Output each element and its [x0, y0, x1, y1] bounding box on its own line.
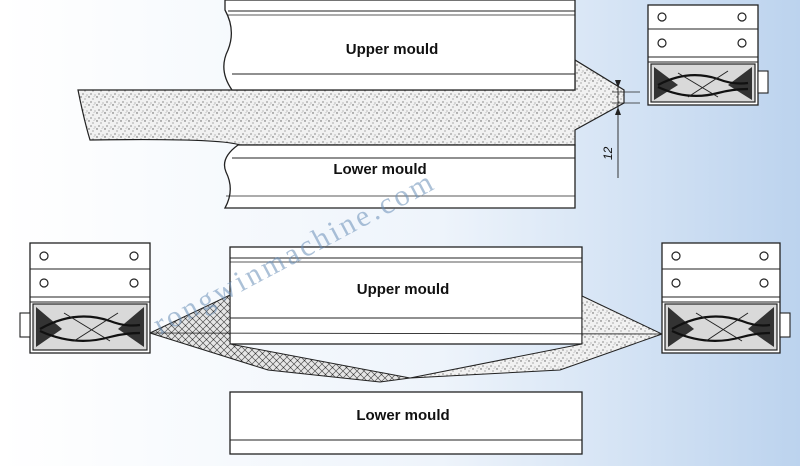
bottom-material-right: [409, 295, 664, 379]
top-upper-mould: Upper mould: [223, 0, 576, 91]
bottom-upper-mould-label: Upper mould: [357, 281, 450, 298]
dimension-annotation: 12: [601, 80, 640, 178]
top-lower-mould: Lower mould: [223, 144, 576, 209]
top-right-clamp: [647, 4, 769, 106]
bottom-left-clamp: [19, 242, 151, 354]
top-lower-mould-label: Lower mould: [333, 161, 426, 178]
dimension-label: 12: [601, 146, 615, 160]
top-material-sheet: [77, 58, 625, 146]
top-upper-mould-label: Upper mould: [346, 41, 439, 58]
bottom-lower-mould: Lower mould: [229, 391, 583, 455]
top-view: Upper mould Lower mould 12: [77, 0, 769, 209]
bottom-view: Upper mould Lower mould: [19, 242, 791, 455]
bottom-lower-mould-label: Lower mould: [356, 407, 449, 424]
bottom-right-clamp: [661, 242, 791, 354]
